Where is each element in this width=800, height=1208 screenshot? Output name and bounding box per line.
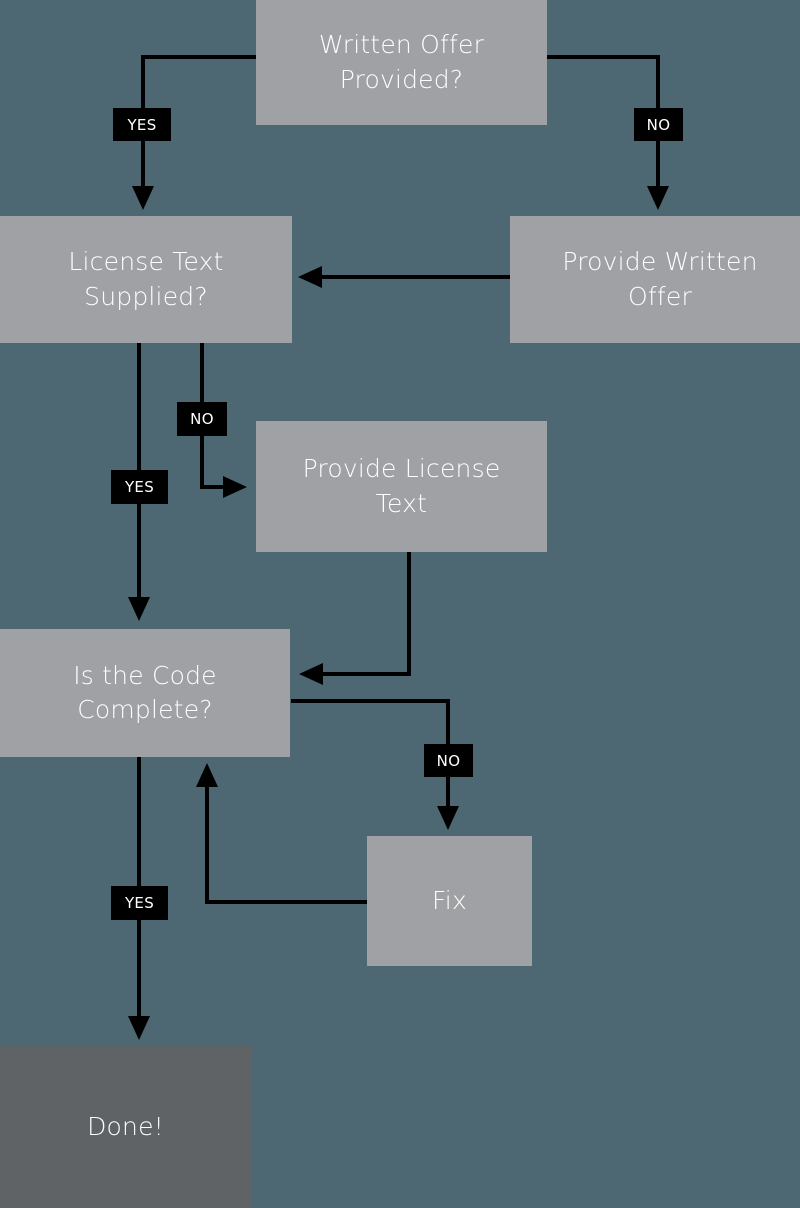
node-done[interactable]: Done! — [0, 1046, 251, 1208]
edge-provide-license-text-next — [318, 552, 411, 676]
edge-label-code-complete-yes: YES — [111, 886, 168, 920]
edge-label-code-complete-no: NO — [424, 744, 473, 777]
edge-written-offer-no — [547, 55, 660, 192]
edge-code-complete-no-arrowhead — [437, 806, 459, 830]
edge-written-offer-yes — [141, 55, 256, 192]
node-written-offer[interactable]: Written Offer Provided? — [256, 0, 547, 125]
edge-label-written-offer-no: NO — [634, 108, 683, 141]
node-code-complete[interactable]: Is the Code Complete? — [0, 629, 290, 757]
edge-label-license-text-no: NO — [177, 402, 227, 436]
node-provide-license-text[interactable]: Provide License Text — [256, 421, 547, 552]
edge-license-text-no — [200, 343, 228, 489]
node-fix[interactable]: Fix — [367, 836, 532, 966]
edge-label-written-offer-yes: YES — [113, 108, 171, 141]
edge-fix-back — [205, 783, 367, 904]
edge-written-offer-no-arrowhead — [647, 186, 669, 210]
edge-label-license-text-yes: YES — [111, 470, 168, 504]
edge-license-text-yes-arrowhead — [128, 597, 150, 621]
edge-fix-back-arrowhead — [196, 763, 218, 787]
edge-code-complete-yes-arrowhead — [128, 1016, 150, 1040]
edge-provide-written-offer-back-arrowhead — [298, 266, 322, 288]
edge-provide-license-text-next-arrowhead — [299, 663, 323, 685]
edge-license-text-no-arrowhead — [223, 476, 247, 498]
node-license-text[interactable]: License Text Supplied? — [0, 216, 292, 343]
edge-written-offer-yes-arrowhead — [132, 186, 154, 210]
node-provide-written-offer[interactable]: Provide Written Offer — [510, 216, 800, 343]
